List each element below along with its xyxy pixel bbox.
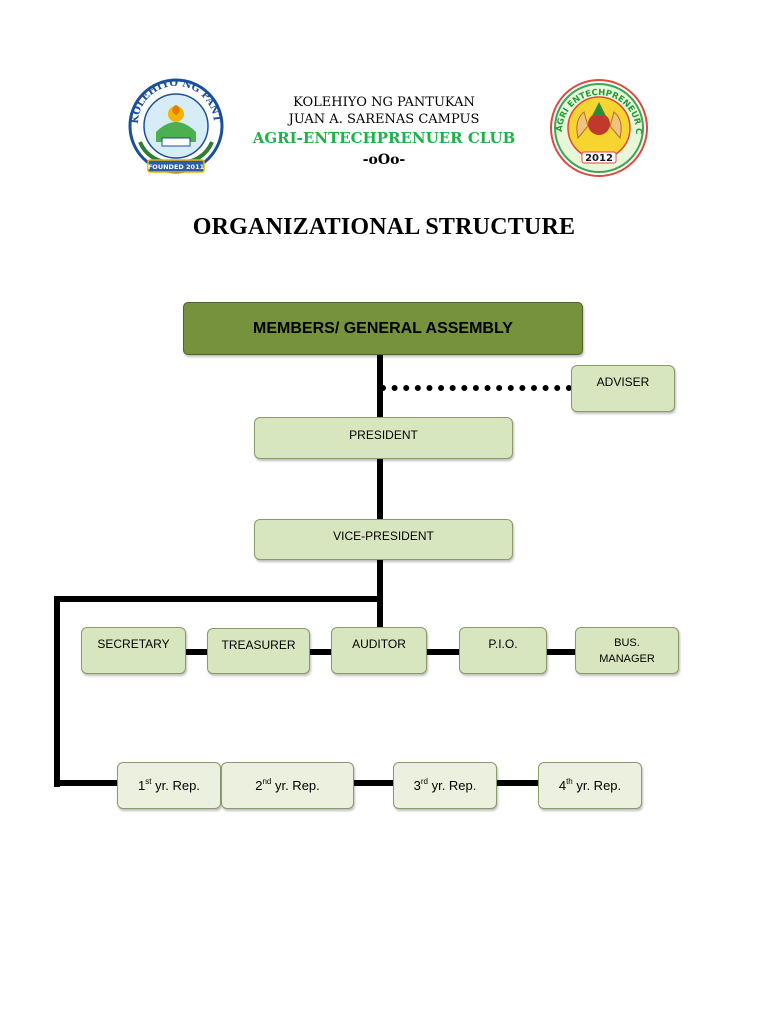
bus-manager-label-line2: MANAGER [599, 652, 655, 665]
rep-label: 2nd yr. Rep. [255, 777, 320, 794]
members-general-assembly-box: MEMBERS/ GENERAL ASSEMBLY [183, 302, 583, 355]
second-year-rep-box: 2nd yr. Rep. [221, 762, 354, 809]
third-year-rep-box: 3rd yr. Rep. [393, 762, 497, 809]
connector-rep-row-entry [54, 780, 119, 786]
connector-vp-down [377, 559, 383, 629]
kolehiyo-ng-pantukan-seal-logo: KOLEHIYO NG PANTUKAN FOUNDED 2011 [118, 72, 224, 174]
vice-president-box: VICE-PRESIDENT [254, 519, 513, 560]
pio-box: P.I.O. [459, 627, 547, 674]
bus-manager-box: BUS. MANAGER [575, 627, 679, 674]
treasurer-box: TREASURER [207, 628, 310, 674]
connector-president-vp [377, 458, 383, 520]
adviser-dotted-connector [380, 385, 572, 391]
bus-manager-label-line1: BUS. [614, 636, 640, 649]
rep-label: 3rd yr. Rep. [413, 777, 477, 794]
secretary-box: SECRETARY [81, 627, 186, 674]
auditor-box: AUDITOR [331, 627, 427, 674]
campus-name: JUAN A. SARENAS CAMPUS [288, 112, 480, 127]
club-name: AGRI-ENTECHPRENUER CLUB [252, 129, 516, 147]
president-box: PRESIDENT [254, 417, 513, 459]
rep-label: 4th yr. Rep. [558, 777, 622, 794]
header-divider: -oOo- [362, 152, 406, 168]
agri-entechpreneur-club-logo: AGRI ENTECHPRENEUR CLUB 2012 [544, 76, 648, 177]
connector-branch-horizontal [54, 596, 383, 602]
school-name: KOLEHIYO NG PANTUKAN [293, 95, 475, 110]
first-year-rep-box: 1st yr. Rep. [117, 762, 221, 809]
right-logo-year: 2012 [585, 153, 613, 164]
connector-rep-row [219, 780, 541, 786]
left-logo-ribbon-text: FOUNDED 2011 [148, 163, 205, 171]
fourth-year-rep-box: 4th yr. Rep. [538, 762, 642, 809]
connector-left-vertical [54, 596, 60, 787]
page-title: ORGANIZATIONAL STRUCTURE [192, 214, 576, 240]
adviser-box: ADVISER [571, 365, 675, 412]
rep-label: 1st yr. Rep. [138, 777, 200, 794]
